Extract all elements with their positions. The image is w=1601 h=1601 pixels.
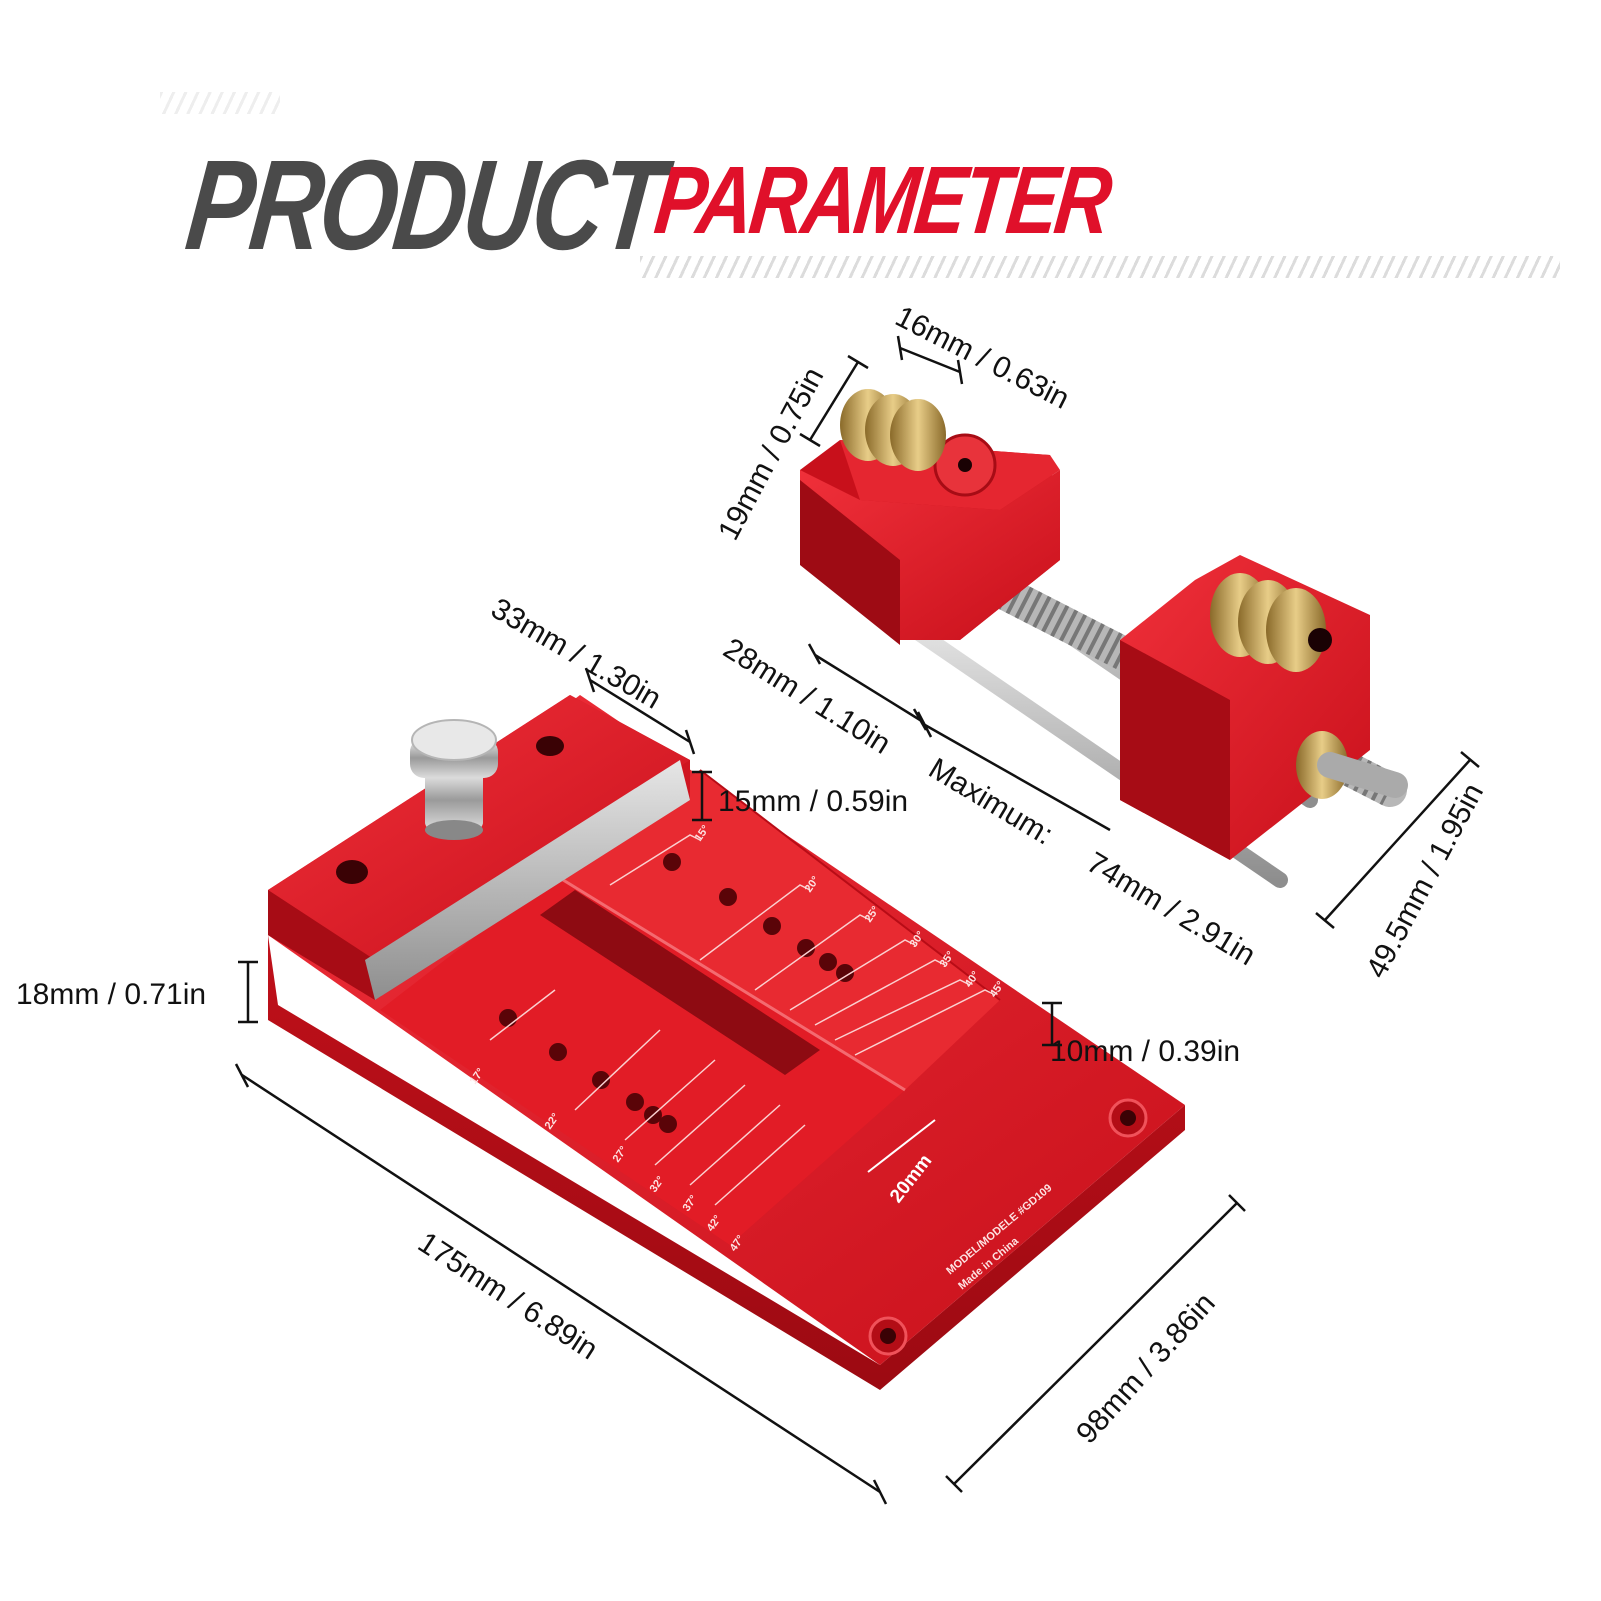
dim-10mm-label: 10mm / 0.39in [1050,1035,1241,1068]
dim-15mm-label: 15mm / 0.59in [718,785,909,818]
brass-rollers-left [840,389,946,471]
knurled-knob [410,719,498,840]
dim-18mm-label: 18mm / 0.71in [16,978,207,1011]
base-plate: MODEL/MODELE #GD109 Made in China [268,695,1185,1390]
dimension-lines [234,335,1480,1505]
decor-stripes-top [160,92,280,114]
decor-stripes [640,256,1560,278]
brass-rollers-right [1210,573,1332,672]
honing-guide [800,389,1408,888]
